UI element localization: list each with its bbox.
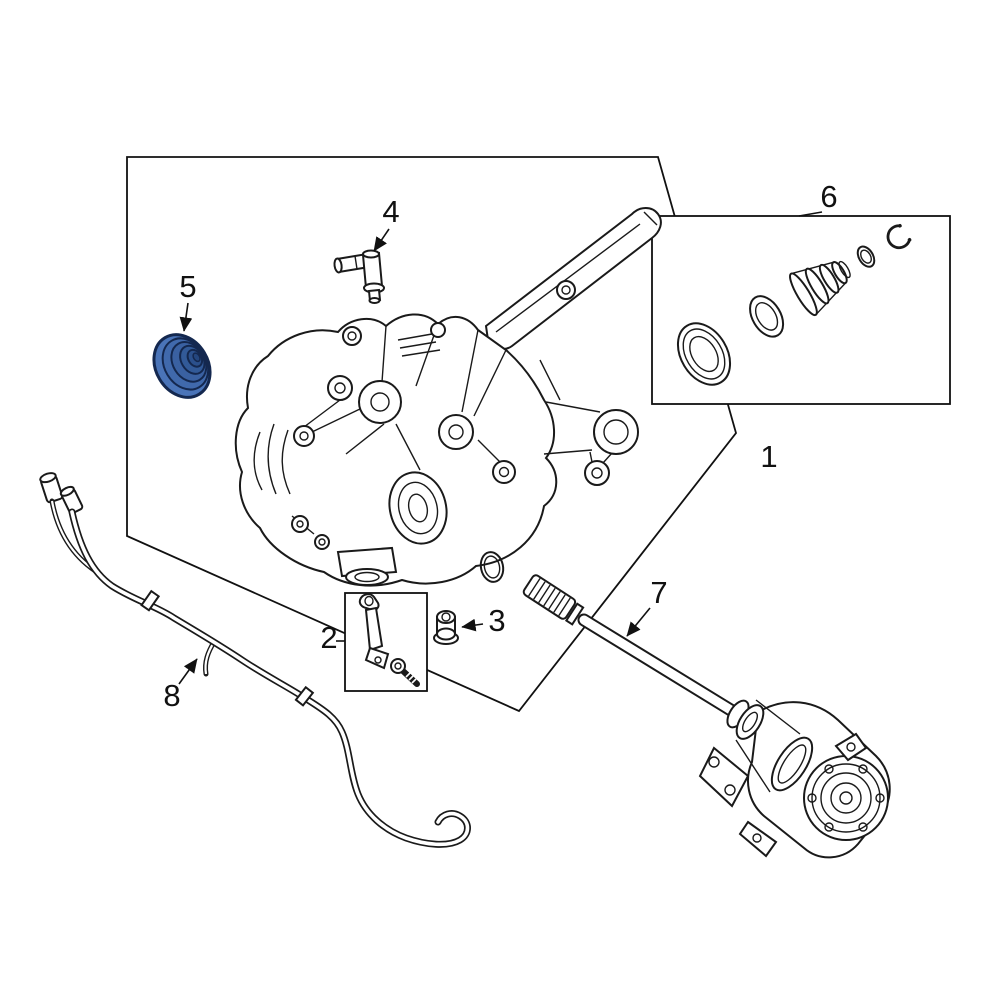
differential-housing-drawing <box>234 207 662 587</box>
leader-line-3 <box>461 618 484 632</box>
leader-line-7 <box>626 607 651 637</box>
callout-3: 3 <box>488 603 505 638</box>
hose-clamp <box>140 589 161 612</box>
hose-connector <box>39 472 64 504</box>
callout-4: 4 <box>382 194 399 229</box>
hose-assembly-drawing <box>39 472 471 848</box>
vent-tube-drawing <box>333 249 385 304</box>
leader-line-6 <box>798 211 823 217</box>
snap-ring-drawing <box>886 223 912 250</box>
nut-drawing <box>433 610 459 645</box>
assembly-frame-outline <box>126 156 737 713</box>
hose-clamp <box>294 685 315 707</box>
callout-7: 7 <box>650 575 667 610</box>
o-ring-drawing <box>479 551 505 583</box>
callout-1: 1 <box>760 439 777 474</box>
seal-ring-drawing <box>676 322 732 386</box>
boot-drawing <box>789 260 851 317</box>
seal-kit-parts-drawing <box>676 223 912 386</box>
bracket-drawing <box>358 593 390 670</box>
grommet-seal-drawing <box>152 333 212 399</box>
small-ring-drawing <box>856 245 876 268</box>
drive-unit-drawing <box>698 699 891 859</box>
leader-line-8 <box>178 658 198 685</box>
callout-6: 6 <box>820 179 837 214</box>
bracket-group-box <box>344 592 428 692</box>
callout-5: 5 <box>179 269 196 304</box>
callout-8: 8 <box>163 678 180 713</box>
bolt-drawing <box>390 658 420 687</box>
axle-shaft-drawing <box>522 574 741 719</box>
leader-line-4 <box>373 228 390 252</box>
cover-ring <box>803 755 889 841</box>
leader-line-5 <box>179 302 193 332</box>
callout-2: 2 <box>320 620 337 655</box>
ring-drawing <box>749 295 785 338</box>
hose-connector <box>59 485 84 515</box>
